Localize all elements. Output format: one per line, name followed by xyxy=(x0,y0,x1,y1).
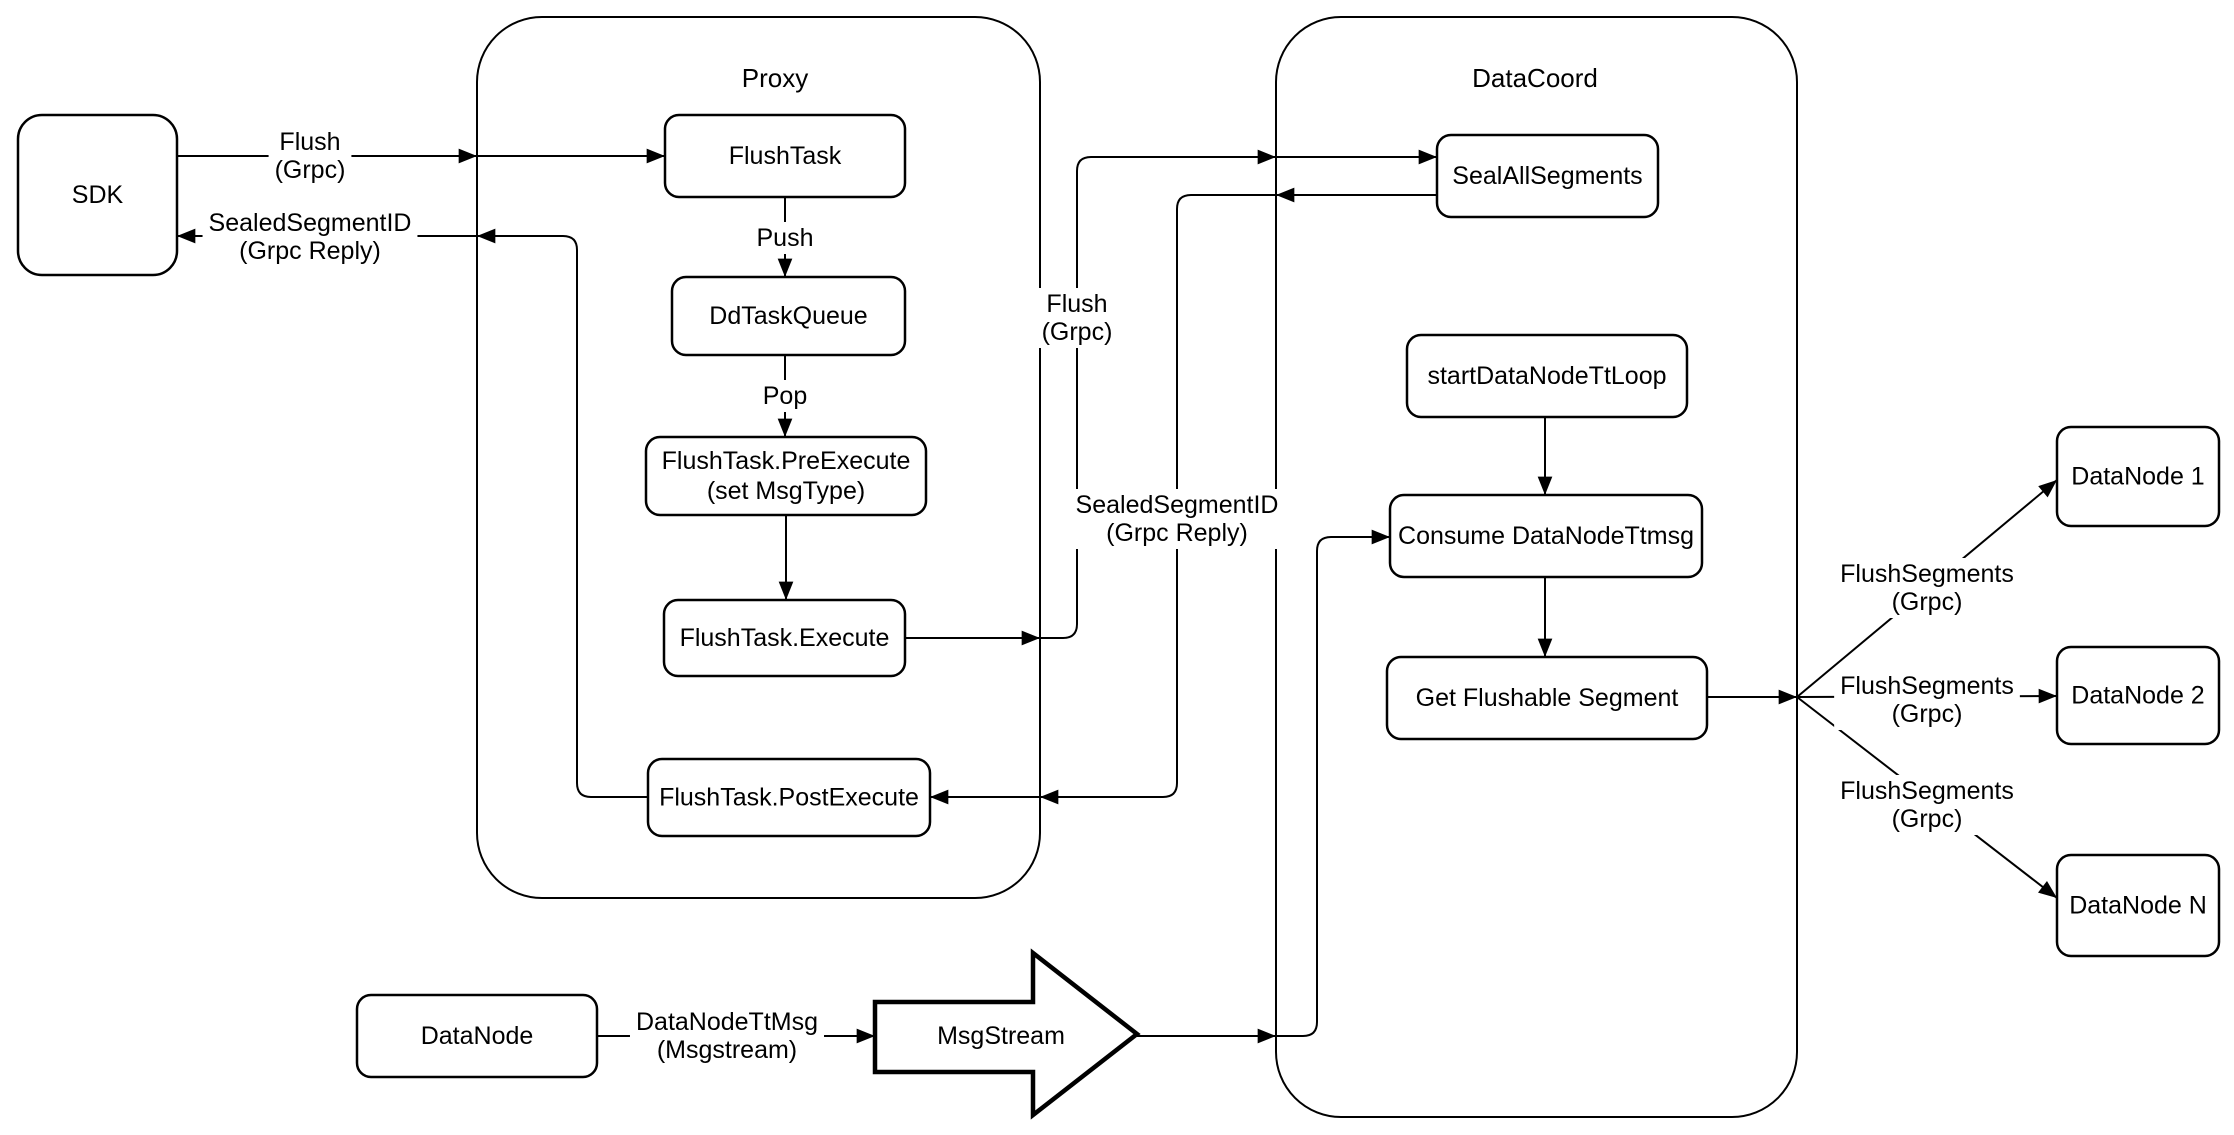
label-flushsegments-1-line1: FlushSegments xyxy=(1840,560,2014,588)
label-push-line1: Push xyxy=(757,224,814,252)
label-flushsegments-2-line1: FlushSegments xyxy=(1840,672,2014,700)
label-flush-grpc-request: Flush(Grpc) xyxy=(268,126,352,186)
label-sealedsegmentid-reply-line2: (Grpc Reply) xyxy=(239,237,381,265)
node-ddtaskqueue xyxy=(670,275,907,357)
label-datanodettmsg-line1: DataNodeTtMsg xyxy=(636,1008,818,1036)
node-flushtask xyxy=(663,113,907,199)
label-flush-grpc-request-bg xyxy=(268,126,352,186)
label-flushsegments-1: FlushSegments(Grpc) xyxy=(1834,558,2020,618)
node-label-msgstream: MsgStream xyxy=(937,1022,1065,1050)
label-datanodettmsg: DataNodeTtMsg(Msgstream) xyxy=(629,1006,825,1066)
node-getflushable xyxy=(1385,655,1709,741)
label-pop-bg xyxy=(756,380,814,412)
node-datanoden xyxy=(2055,853,2221,958)
node-label-datanode1: DataNode 1 xyxy=(2071,463,2204,491)
node-preexecute xyxy=(644,435,928,517)
node-datanode1 xyxy=(2055,425,2221,528)
label-flush-grpc-request-line2: (Grpc) xyxy=(275,156,346,184)
label-flush-grpc-mid: Flush(Grpc) xyxy=(1035,288,1119,348)
label-sealedsegmentid-reply-line1: SealedSegmentID xyxy=(209,209,412,237)
edge-datacoord-to-consume xyxy=(1276,529,1390,1037)
container-title-datacoord: DataCoord xyxy=(1472,63,1598,93)
node-label-ddtaskqueue: DdTaskQueue xyxy=(709,302,867,330)
node-label2-preexecute: (set MsgType) xyxy=(707,477,865,505)
node-label-flushtask: FlushTask xyxy=(729,142,842,170)
label-flushsegments-3-line2: (Grpc) xyxy=(1892,805,1963,833)
label-sealedsegmentid-reply-bg xyxy=(202,207,418,267)
node-label-datanoden: DataNode N xyxy=(2069,892,2207,920)
label-flush-grpc-mid-line1: Flush xyxy=(1046,290,1107,318)
label-flushsegments-2-bg xyxy=(1834,670,2020,730)
label-flushsegments-1-line2: (Grpc) xyxy=(1892,588,1963,616)
node-label-startdatanodettloop: startDataNodeTtLoop xyxy=(1427,362,1666,390)
label-datanodettmsg-bg xyxy=(629,1006,825,1066)
node-startdatanodettloop xyxy=(1405,333,1689,419)
label-flushsegments-3-bg xyxy=(1834,775,2020,835)
node-label-datanode2: DataNode 2 xyxy=(2071,682,2204,710)
node-label-sealallsegments: SealAllSegments xyxy=(1452,162,1642,190)
node-consume xyxy=(1388,493,1704,579)
label-flush-grpc-request-line1: Flush xyxy=(279,128,340,156)
label-flushsegments-2: FlushSegments(Grpc) xyxy=(1834,670,2020,730)
label-push-bg xyxy=(750,222,820,254)
node-msgstream-block-arrow-icon xyxy=(872,948,1141,1120)
label-push: Push xyxy=(750,222,820,254)
node-postexecute xyxy=(646,757,932,838)
node-label-execute: FlushTask.Execute xyxy=(680,624,890,652)
label-flush-grpc-mid-bg xyxy=(1035,288,1119,348)
label-flush-grpc-mid-line2: (Grpc) xyxy=(1042,318,1113,346)
label-sealedsegmentid-mid-line1: SealedSegmentID xyxy=(1076,491,1279,519)
node-datanode2 xyxy=(2055,645,2221,746)
node-label-preexecute: FlushTask.PreExecute xyxy=(662,447,911,475)
label-sealedsegmentid-mid: SealedSegmentID(Grpc Reply) xyxy=(1069,489,1285,549)
label-flushsegments-3: FlushSegments(Grpc) xyxy=(1834,775,2020,835)
label-pop: Pop xyxy=(756,380,814,412)
node-label-sdk: SDK xyxy=(72,181,124,209)
node-label-postexecute: FlushTask.PostExecute xyxy=(659,784,919,812)
label-sealedsegmentid-mid-line2: (Grpc Reply) xyxy=(1106,519,1248,547)
edge-postexecute-to-proxy-edge xyxy=(477,228,648,798)
label-sealedsegmentid-mid-bg xyxy=(1069,489,1285,549)
node-label-datanode: DataNode xyxy=(421,1022,534,1050)
label-sealedsegmentid-reply: SealedSegmentID(Grpc Reply) xyxy=(202,207,418,267)
label-flushsegments-2-line2: (Grpc) xyxy=(1892,700,1963,728)
node-execute xyxy=(662,598,907,678)
container-proxy xyxy=(476,16,1041,899)
node-sdk xyxy=(16,113,179,277)
container-datacoord xyxy=(1275,16,1798,1118)
edge-proxy-to-datacoord-flush xyxy=(1040,149,1276,639)
node-sealallsegments xyxy=(1435,133,1660,219)
label-flushsegments-1-bg xyxy=(1834,558,2020,618)
container-title-proxy: Proxy xyxy=(742,63,808,93)
label-pop-line1: Pop xyxy=(763,382,807,410)
node-datanode xyxy=(355,993,599,1079)
node-label-consume: Consume DataNodeTtmsg xyxy=(1398,522,1694,550)
node-label-getflushable: Get Flushable Segment xyxy=(1416,684,1679,712)
label-flushsegments-3-line1: FlushSegments xyxy=(1840,777,2014,805)
label-datanodettmsg-line2: (Msgstream) xyxy=(657,1036,797,1064)
